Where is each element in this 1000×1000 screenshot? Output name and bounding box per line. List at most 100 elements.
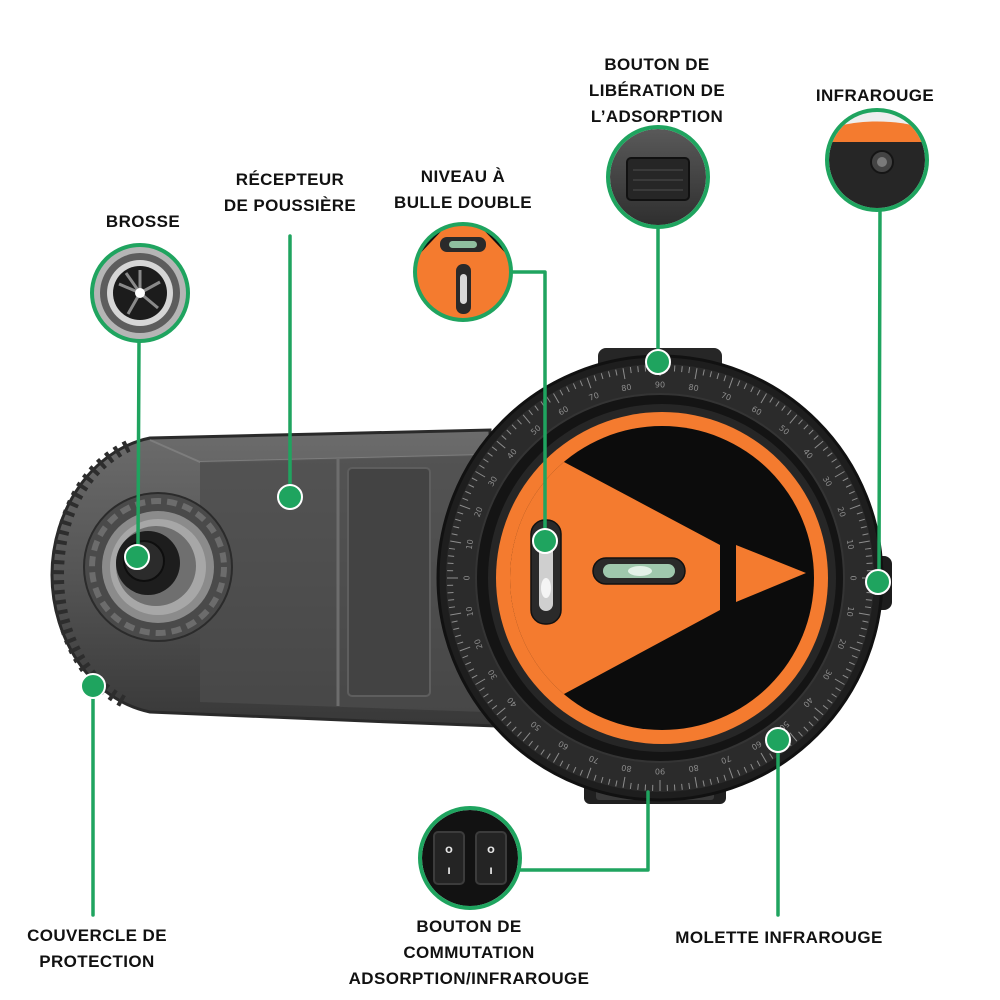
dial-tick xyxy=(475,471,486,478)
dial-tick xyxy=(756,760,761,767)
dial-tick xyxy=(451,533,458,536)
dial-scale-number: 30 xyxy=(821,475,834,488)
dial-tick xyxy=(468,484,475,488)
dial-tick xyxy=(600,373,604,380)
dial-tick xyxy=(702,780,705,787)
dial-tick xyxy=(803,424,809,430)
dial-tick xyxy=(822,705,829,710)
dial-tick xyxy=(586,377,592,389)
dial-tick xyxy=(453,627,460,631)
dial-scale-number: 10 xyxy=(845,606,856,618)
brush-label: BROSSE xyxy=(106,212,180,231)
dial-tick xyxy=(455,634,462,638)
dial-tick xyxy=(453,525,460,529)
dial-tick xyxy=(448,555,455,557)
dial-tick xyxy=(566,763,570,770)
dial-scale-number: 30 xyxy=(821,668,834,681)
dial-scale-number: 20 xyxy=(835,506,847,519)
dial-tick xyxy=(450,540,462,544)
dial-tick xyxy=(851,655,858,659)
dial-scale-number: 90 xyxy=(655,767,665,776)
dial-tick xyxy=(465,661,472,666)
infrared-rocker-switch xyxy=(475,831,507,885)
dial-tick xyxy=(860,627,867,631)
dial-tick xyxy=(737,380,741,387)
dial-tick xyxy=(756,389,761,396)
dial-tick xyxy=(716,373,720,380)
dial-tick xyxy=(831,693,837,698)
dial-scale-number: 10 xyxy=(465,539,476,551)
dial-tick xyxy=(822,446,829,451)
dial-tick xyxy=(688,367,691,374)
dial-scale-number: 0 xyxy=(849,575,858,580)
dial-tick xyxy=(702,369,705,376)
bubble-level-label-line-1: NIVEAU À xyxy=(421,167,505,186)
infrared-wheel-label: MOLETTE INFRAROUGE xyxy=(675,928,882,947)
dial-scale-number: 70 xyxy=(720,391,733,403)
dial-tick xyxy=(553,393,560,404)
switch-on-mark: I xyxy=(447,867,450,877)
dial-tick xyxy=(827,699,833,704)
brush-dot xyxy=(124,544,150,570)
adsorption-release-label-line-3: L’ADSORPTION xyxy=(591,107,723,126)
dial-tick xyxy=(787,409,792,416)
rotary-dial: 0102030405060708090807060504030201001020… xyxy=(436,348,892,804)
dial-tick xyxy=(559,389,564,396)
switch-off-mark: O xyxy=(487,846,495,856)
dial-scale-number: 20 xyxy=(473,506,485,519)
dial-scale-number: 20 xyxy=(473,638,485,651)
bubble-level-callout xyxy=(413,222,513,322)
switch-callout-frame xyxy=(418,806,522,910)
dial-tick xyxy=(455,518,462,522)
dial-tick xyxy=(760,752,767,763)
dial-tick xyxy=(607,371,611,378)
infrared-leader xyxy=(877,206,882,572)
dial-scale-number: 60 xyxy=(557,404,570,417)
dial-tick xyxy=(517,419,522,425)
adsorption-release-label-line-1: BOUTON DE xyxy=(604,55,709,74)
dial-tick xyxy=(842,674,849,679)
dial-tick xyxy=(579,769,583,776)
dial-tick xyxy=(860,525,867,529)
dial-tick xyxy=(496,707,506,716)
dial-tick xyxy=(743,383,748,390)
dial-tick xyxy=(572,383,577,390)
dust-receiver-dot xyxy=(277,484,303,510)
dial-tick xyxy=(459,504,471,510)
dial-tick xyxy=(849,504,861,510)
dial-tick xyxy=(566,386,570,393)
dial-tick xyxy=(483,693,489,698)
infrared-callout xyxy=(825,108,929,212)
dial-tick xyxy=(814,440,824,449)
dial-tick xyxy=(834,678,845,685)
ir-callout-orange-band xyxy=(829,121,925,146)
dial-tick xyxy=(622,776,626,788)
dial-tick xyxy=(681,783,683,790)
bubble-level-label-line-2: BULLE DOUBLE xyxy=(394,193,532,212)
dial-tick xyxy=(487,699,493,704)
dial-tick xyxy=(723,375,727,382)
dial-tick xyxy=(865,599,872,601)
horizontal-level-bubble xyxy=(628,566,652,576)
tool-body xyxy=(50,428,497,728)
switch-callout: O I O I xyxy=(418,806,522,910)
dial-tick xyxy=(845,484,852,488)
dial-tick xyxy=(862,533,869,536)
dial-tick xyxy=(629,782,632,789)
dial-tick xyxy=(475,678,486,685)
dial-tick xyxy=(750,386,754,393)
dial-tick xyxy=(615,369,618,376)
dial-tick xyxy=(694,368,698,380)
dial-tick xyxy=(709,371,713,378)
brush-callout xyxy=(90,243,190,343)
callout-dots xyxy=(80,349,891,753)
switch-off-mark: O xyxy=(445,846,453,856)
ir-lens-core xyxy=(877,157,887,167)
dial-tick xyxy=(511,424,517,430)
dial-tick xyxy=(449,547,456,550)
dial-scale: 0102030405060708090807060504030201001020… xyxy=(447,365,873,791)
dial-tick xyxy=(491,705,498,710)
dial-tick xyxy=(600,776,604,783)
